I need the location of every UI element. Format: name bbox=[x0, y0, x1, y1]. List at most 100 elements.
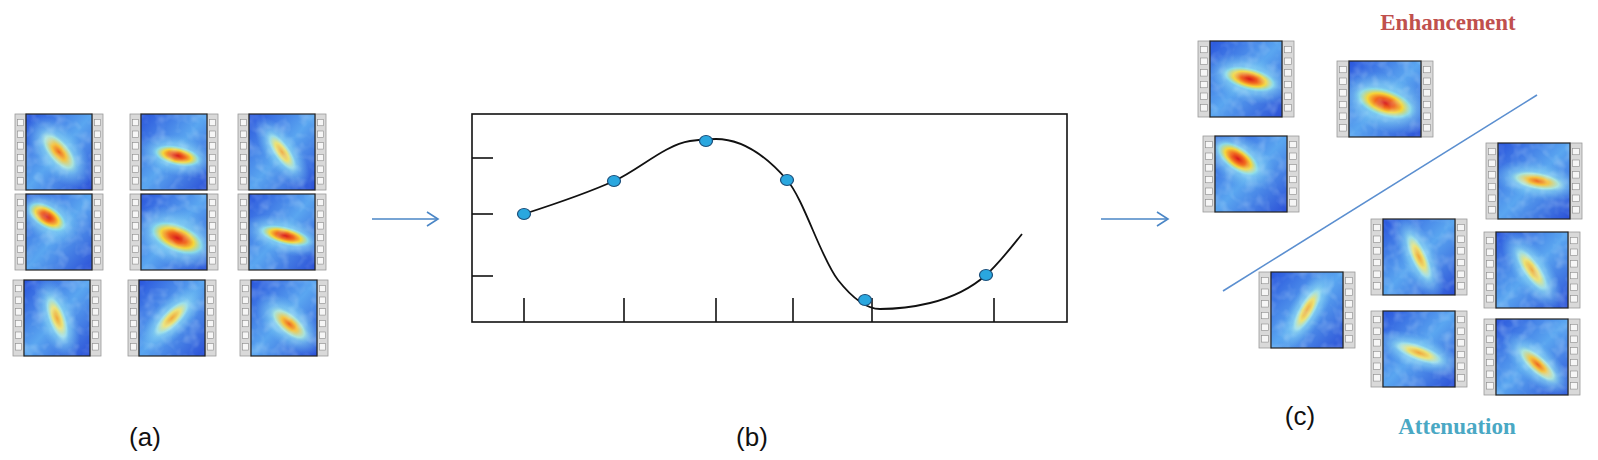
heatmap bbox=[1271, 272, 1343, 348]
heatmap bbox=[1496, 319, 1568, 395]
sprocket-hole bbox=[1262, 277, 1269, 283]
sprocket-hole bbox=[1424, 78, 1431, 84]
heatmap bbox=[1496, 232, 1568, 308]
film-frame bbox=[130, 114, 222, 190]
heatmap-texture bbox=[26, 114, 92, 190]
sprocket-hole bbox=[1285, 46, 1292, 52]
heatmap-ground bbox=[26, 194, 92, 270]
film-strip bbox=[1282, 41, 1294, 117]
sprocket-hole bbox=[94, 246, 100, 252]
film-strip bbox=[205, 280, 216, 356]
sprocket-hole bbox=[209, 154, 215, 160]
sprocket-hole bbox=[209, 258, 215, 264]
film-strip bbox=[1455, 219, 1467, 295]
sprocket-hole bbox=[207, 344, 213, 350]
sprocket-hole bbox=[132, 234, 138, 240]
sprocket-hole bbox=[17, 258, 23, 264]
heatmap-texture bbox=[1383, 311, 1455, 387]
film-strip bbox=[130, 194, 141, 270]
sprocket-hole bbox=[317, 131, 323, 137]
sprocket-hole bbox=[319, 309, 325, 315]
film-strip bbox=[90, 280, 101, 356]
film-strip bbox=[207, 114, 218, 190]
sprocket-hole bbox=[1571, 237, 1578, 243]
sprocket-hole bbox=[1571, 272, 1578, 278]
sprocket-hole bbox=[1374, 271, 1381, 277]
sprocket-hole bbox=[132, 211, 138, 217]
sprocket-hole bbox=[1571, 348, 1578, 354]
sprocket-hole bbox=[1573, 172, 1580, 178]
sprocket-hole bbox=[1489, 172, 1496, 178]
film-frame bbox=[13, 271, 101, 365]
sprocket-hole bbox=[1206, 153, 1213, 159]
heatmap-halo bbox=[141, 194, 207, 270]
sprocket-hole bbox=[240, 246, 246, 252]
sprocket-hole bbox=[1374, 248, 1381, 254]
film-strip bbox=[1203, 136, 1215, 212]
heatmap bbox=[249, 194, 315, 270]
flow-arrow bbox=[372, 218, 438, 220]
panel: (c) bbox=[1168, 40, 1593, 455]
heatmap bbox=[141, 194, 207, 270]
film-frame bbox=[1484, 221, 1580, 319]
sprocket-hole bbox=[1487, 336, 1494, 342]
sprocket-hole bbox=[1340, 66, 1347, 72]
sprocket-hole bbox=[1290, 176, 1297, 182]
sprocket-hole bbox=[319, 285, 325, 291]
film-frames bbox=[1189, 41, 1587, 408]
heatmap-texture bbox=[141, 194, 207, 270]
sprocket-hole bbox=[209, 119, 215, 125]
film-frame bbox=[1198, 41, 1301, 117]
heatmap-ground bbox=[1498, 143, 1570, 219]
heatmap-ground bbox=[1210, 41, 1282, 117]
sprocket-hole bbox=[1489, 160, 1496, 166]
frame-border bbox=[26, 194, 92, 270]
film-strip bbox=[15, 114, 26, 190]
sprocket-hole bbox=[94, 234, 100, 240]
sprocket-hole bbox=[1262, 289, 1269, 295]
frame-border bbox=[139, 280, 205, 356]
sprocket-hole bbox=[1374, 328, 1381, 334]
film-frame bbox=[1486, 143, 1587, 219]
sprocket-hole bbox=[207, 297, 213, 303]
film-strip bbox=[1259, 272, 1271, 348]
sprocket-hole bbox=[1571, 296, 1578, 302]
sprocket-hole bbox=[209, 143, 215, 149]
heatmap-texture bbox=[1271, 272, 1343, 348]
x-tick bbox=[792, 298, 794, 322]
sprocket-hole bbox=[209, 234, 215, 240]
film-frame bbox=[1371, 207, 1467, 307]
film-strip bbox=[130, 114, 141, 190]
film-strip bbox=[1484, 232, 1496, 308]
sprocket-hole bbox=[132, 131, 138, 137]
film-strip bbox=[1198, 41, 1210, 117]
sprocket-hole bbox=[1489, 195, 1496, 201]
frame-border bbox=[24, 280, 90, 356]
sprocket-hole bbox=[1290, 188, 1297, 194]
sprocket-hole bbox=[132, 143, 138, 149]
sprocket-hole bbox=[317, 166, 323, 172]
heatmap-texture bbox=[139, 280, 205, 356]
sprocket-hole bbox=[15, 285, 21, 291]
sprocket-hole bbox=[319, 344, 325, 350]
frame-border bbox=[1496, 319, 1568, 395]
sprocket-hole bbox=[1374, 316, 1381, 322]
heatmap-texture bbox=[24, 280, 90, 356]
sprocket-hole bbox=[240, 211, 246, 217]
sprocket-hole bbox=[94, 258, 100, 264]
sprocket-hole bbox=[1346, 289, 1353, 295]
sprocket-hole bbox=[94, 131, 100, 137]
class-label: Enhancement bbox=[1380, 10, 1515, 36]
line-plot bbox=[472, 114, 1067, 322]
heatmap bbox=[139, 280, 205, 356]
sprocket-hole bbox=[317, 246, 323, 252]
sprocket-hole bbox=[317, 258, 323, 264]
sprocket-hole bbox=[1487, 296, 1494, 302]
x-tick bbox=[623, 298, 625, 322]
heatmap-texture bbox=[141, 114, 207, 190]
sprocket-hole bbox=[1487, 272, 1494, 278]
sprocket-hole bbox=[1374, 363, 1381, 369]
sprocket-hole bbox=[1487, 324, 1494, 330]
sprocket-hole bbox=[94, 166, 100, 172]
